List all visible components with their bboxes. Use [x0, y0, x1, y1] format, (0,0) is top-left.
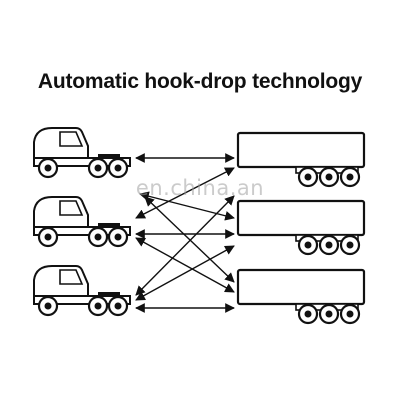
connection-arrows — [135, 153, 235, 313]
tractor-3 — [32, 264, 132, 317]
tractor-1 — [32, 126, 132, 179]
trailer-3 — [236, 268, 366, 325]
trailer-2 — [236, 199, 366, 256]
tractor-2 — [32, 195, 132, 248]
arrow-t3-tr2 — [135, 245, 235, 301]
diagram-title: Automatic hook-drop technology — [37, 70, 363, 93]
watermark-text: en.china.an — [135, 176, 265, 200]
